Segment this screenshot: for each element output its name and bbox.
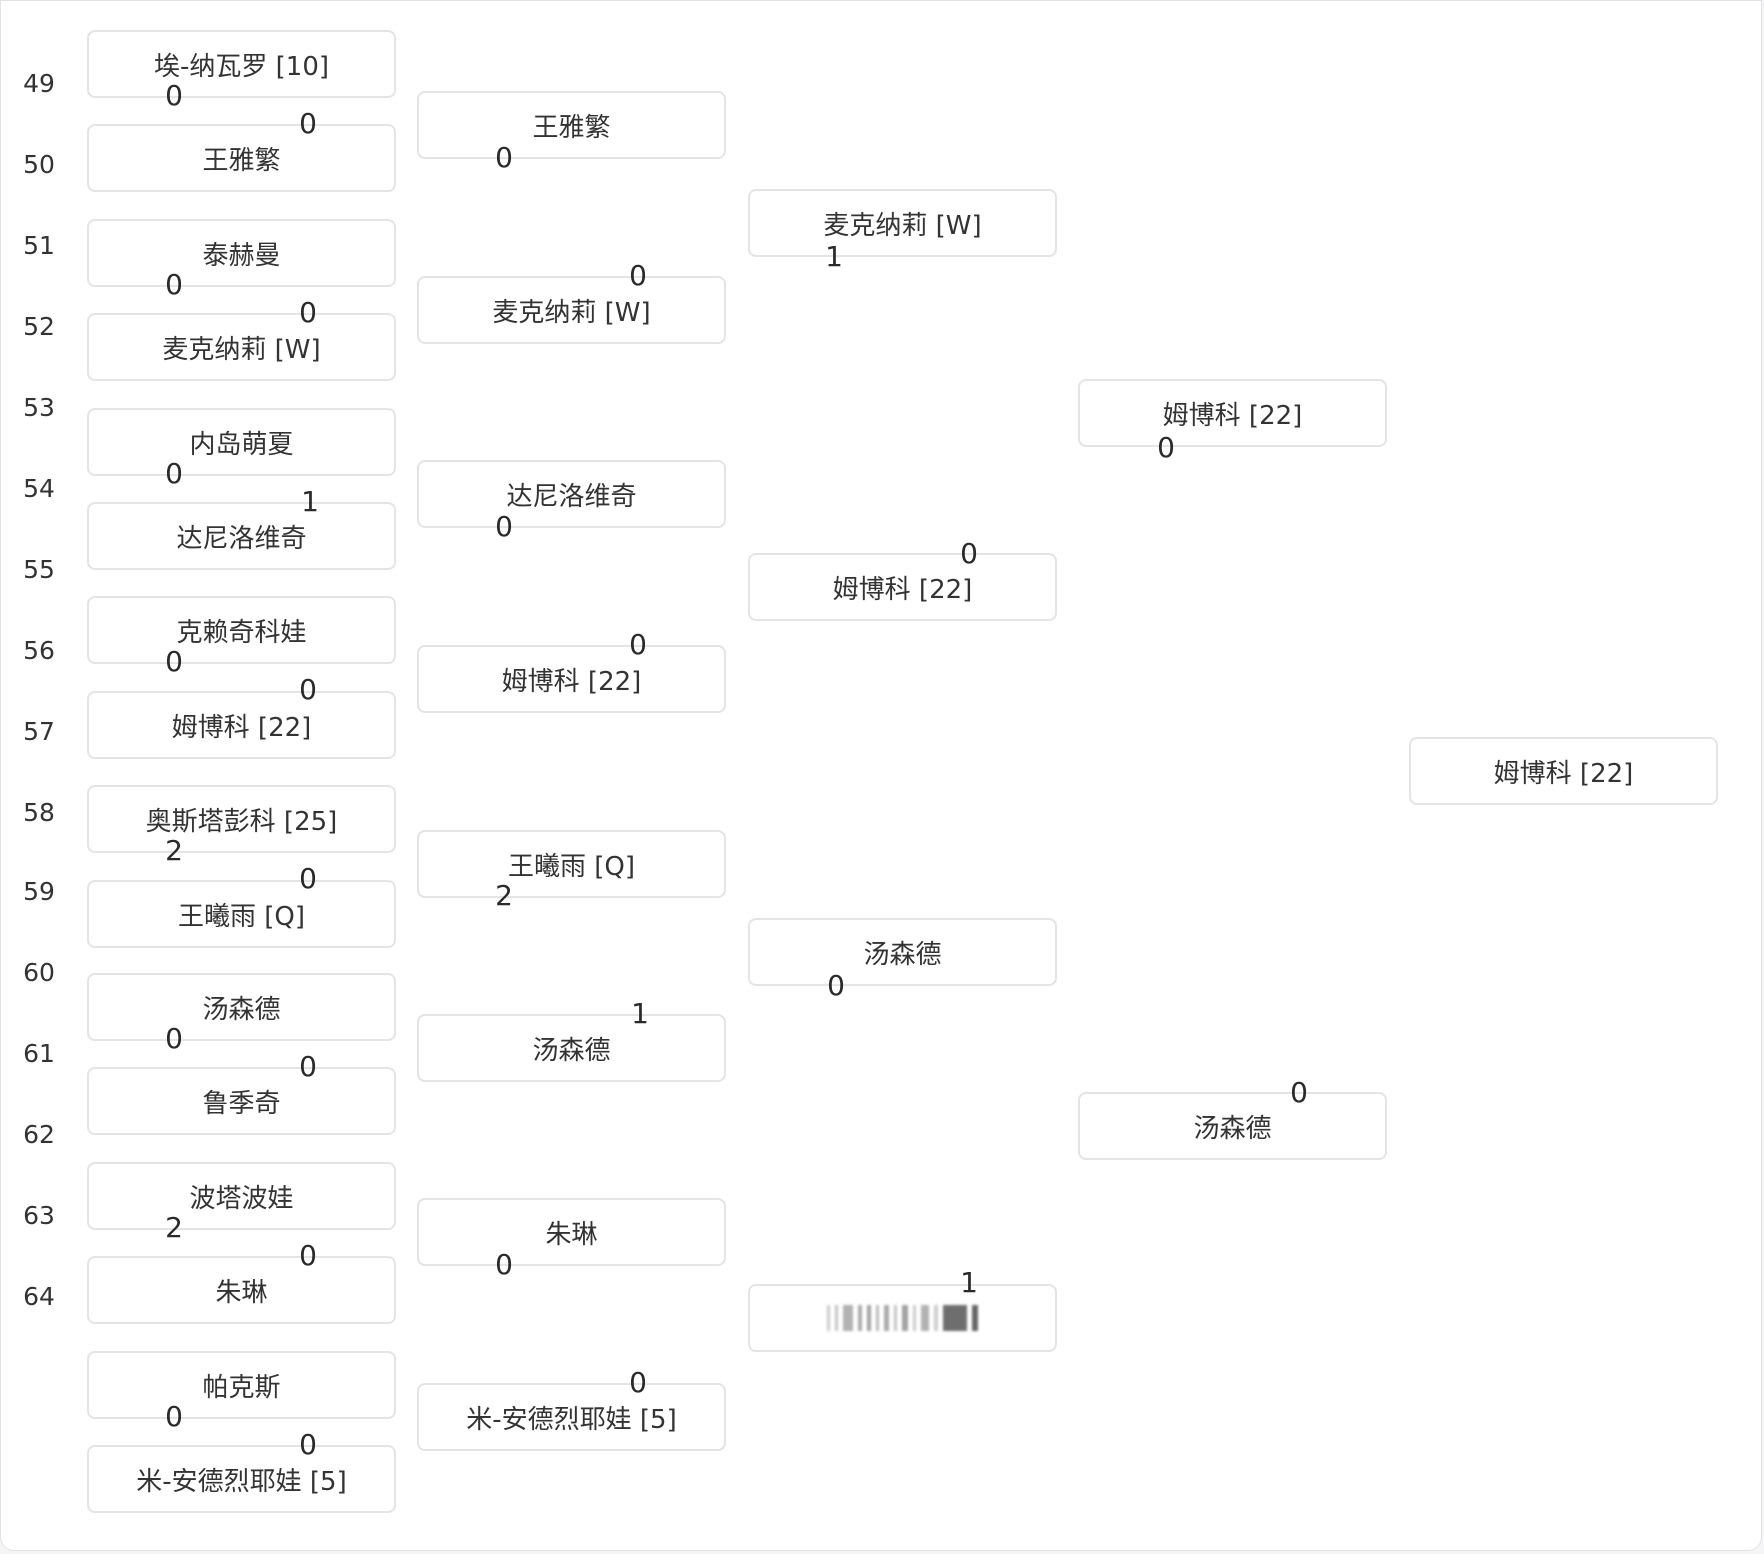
round4-player[interactable]: 汤森德 — [1078, 1092, 1387, 1160]
seed-number: 57 — [23, 717, 55, 746]
seed-number: 49 — [23, 69, 55, 98]
round3-player-redacted[interactable] — [748, 1284, 1057, 1352]
round1-player[interactable]: 泰赫曼 — [87, 219, 396, 287]
round2-player[interactable]: 汤森德 — [417, 1014, 726, 1082]
score: 2 — [495, 879, 513, 912]
score: 2 — [165, 1211, 183, 1244]
winner-player[interactable]: 姆博科 [22] — [1409, 737, 1718, 805]
round1-player[interactable]: 麦克纳莉 [W] — [87, 313, 396, 381]
round2-player[interactable]: 王曦雨 [Q] — [417, 830, 726, 898]
seed-number: 53 — [23, 393, 55, 422]
seed-number: 61 — [23, 1039, 55, 1068]
score: 0 — [299, 1239, 317, 1272]
seed-number: 59 — [23, 877, 55, 906]
score: 0 — [629, 1366, 647, 1399]
round3-player[interactable]: 汤森德 — [748, 918, 1057, 986]
round1-player[interactable]: 汤森德 — [87, 973, 396, 1041]
score: 1 — [825, 240, 843, 273]
score: 0 — [165, 1400, 183, 1433]
score: 0 — [299, 673, 317, 706]
seed-number: 52 — [23, 312, 55, 341]
seed-number: 56 — [23, 636, 55, 665]
score: 0 — [165, 79, 183, 112]
round2-player[interactable]: 姆博科 [22] — [417, 645, 726, 713]
seed-number: 63 — [23, 1201, 55, 1230]
score: 0 — [165, 645, 183, 678]
round1-player[interactable]: 内岛萌夏 — [87, 408, 396, 476]
seed-number: 50 — [23, 150, 55, 179]
score: 0 — [827, 969, 845, 1002]
seed-number: 58 — [23, 798, 55, 827]
seed-number: 60 — [23, 958, 55, 987]
score: 0 — [495, 1248, 513, 1281]
round1-player[interactable]: 王雅繁 — [87, 124, 396, 192]
round3-player[interactable]: 麦克纳莉 [W] — [748, 189, 1057, 257]
score: 0 — [299, 107, 317, 140]
score: 0 — [299, 1428, 317, 1461]
score: 1 — [301, 485, 319, 518]
round1-player[interactable]: 达尼洛维奇 — [87, 502, 396, 570]
redacted-name — [827, 1305, 978, 1331]
round4-player[interactable]: 姆博科 [22] — [1078, 379, 1387, 447]
score: 0 — [629, 628, 647, 661]
round2-player[interactable]: 王雅繁 — [417, 91, 726, 159]
round1-player[interactable]: 波塔波娃 — [87, 1162, 396, 1230]
score: 0 — [165, 457, 183, 490]
round2-player[interactable]: 朱琳 — [417, 1198, 726, 1266]
score: 0 — [165, 1022, 183, 1055]
round3-player[interactable]: 姆博科 [22] — [748, 553, 1057, 621]
round1-player[interactable]: 王曦雨 [Q] — [87, 880, 396, 948]
score: 1 — [631, 997, 649, 1030]
round1-player[interactable]: 姆博科 [22] — [87, 691, 396, 759]
score: 0 — [299, 862, 317, 895]
score: 1 — [960, 1266, 978, 1299]
round1-player[interactable]: 米-安德烈耶娃 [5] — [87, 1445, 396, 1513]
seed-number: 54 — [23, 474, 55, 503]
round2-player[interactable]: 麦克纳莉 [W] — [417, 276, 726, 344]
round1-player[interactable]: 鲁季奇 — [87, 1067, 396, 1135]
round1-player[interactable]: 奥斯塔彭科 [25] — [87, 785, 396, 853]
score: 0 — [495, 510, 513, 543]
score: 0 — [299, 1050, 317, 1083]
round2-player[interactable]: 达尼洛维奇 — [417, 460, 726, 528]
seed-number: 62 — [23, 1120, 55, 1149]
score: 0 — [165, 268, 183, 301]
round1-player[interactable]: 埃-纳瓦罗 [10] — [87, 30, 396, 98]
score: 0 — [1157, 431, 1175, 464]
seed-number: 64 — [23, 1282, 55, 1311]
round1-player[interactable]: 帕克斯 — [87, 1351, 396, 1419]
score: 0 — [495, 141, 513, 174]
round2-player[interactable]: 米-安德烈耶娃 [5] — [417, 1383, 726, 1451]
score: 0 — [629, 259, 647, 292]
score: 0 — [299, 296, 317, 329]
score: 0 — [1290, 1076, 1308, 1109]
round1-player[interactable]: 克赖奇科娃 — [87, 596, 396, 664]
seed-number: 55 — [23, 555, 55, 584]
seed-number: 51 — [23, 231, 55, 260]
score: 0 — [960, 537, 978, 570]
round1-player[interactable]: 朱琳 — [87, 1256, 396, 1324]
score: 2 — [165, 834, 183, 867]
